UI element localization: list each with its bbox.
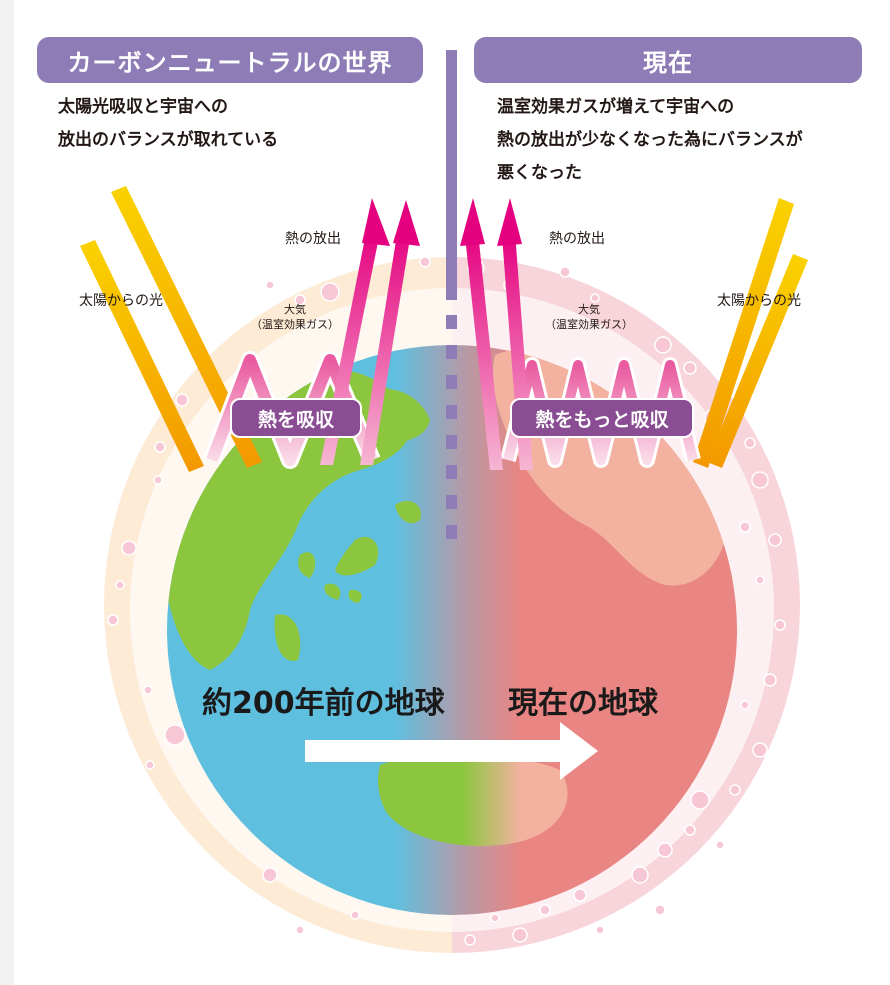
sun-ray-icon (80, 186, 262, 472)
heat-release-label-right: 熱の放出 (549, 231, 605, 247)
left-edge-strip (0, 0, 14, 985)
sun-ray-icon (693, 198, 808, 468)
atmosphere-label-line: （温室効果ガス） (545, 318, 633, 331)
description-line: 悪くなった (497, 163, 582, 183)
atmosphere-label-line: （温室効果ガス） (251, 318, 339, 331)
heat-release-label-left: 熱の放出 (285, 231, 341, 247)
sun-label-left: 太陽からの光 (79, 293, 163, 309)
description-line: 温室効果ガスが増えて宇宙への (497, 97, 735, 117)
sun-label-right: 太陽からの光 (717, 293, 801, 309)
earth-label-past: 約200年前の地球 (202, 686, 445, 721)
atmosphere-label-line: 大気 (578, 303, 600, 316)
atmosphere-label-right: 大気 （温室効果ガス） (534, 302, 644, 332)
description-line: 熱の放出が少なくなった為にバランスが (497, 130, 803, 150)
header-present: 現在 (474, 37, 862, 83)
header-carbon-neutral: カーボンニュートラルの世界 (37, 37, 423, 83)
atmosphere-label-left: 大気 （温室効果ガス） (240, 302, 350, 332)
description-right: 温室効果ガスが増えて宇宙への 熱の放出が少なくなった為にバランスが 悪くなった (497, 91, 803, 190)
center-divider (446, 50, 457, 300)
atmosphere-label-line: 大気 (284, 303, 306, 316)
atmosphere-bubbles (107, 256, 786, 946)
description-line: 太陽光吸収と宇宙への (58, 97, 228, 117)
center-divider-dashes (446, 315, 457, 539)
heat-absorb-badge: 熱を吸収 (230, 398, 362, 438)
heat-zigzag-right (500, 357, 701, 468)
earth-label-present: 現在の地球 (508, 686, 658, 721)
description-line: 放出のバランスが取れている (58, 130, 279, 150)
description-left: 太陽光吸収と宇宙への 放出のバランスが取れている (58, 91, 278, 157)
heat-absorb-more-badge: 熱をもっと吸収 (510, 398, 694, 438)
progress-arrow-icon (305, 722, 598, 780)
